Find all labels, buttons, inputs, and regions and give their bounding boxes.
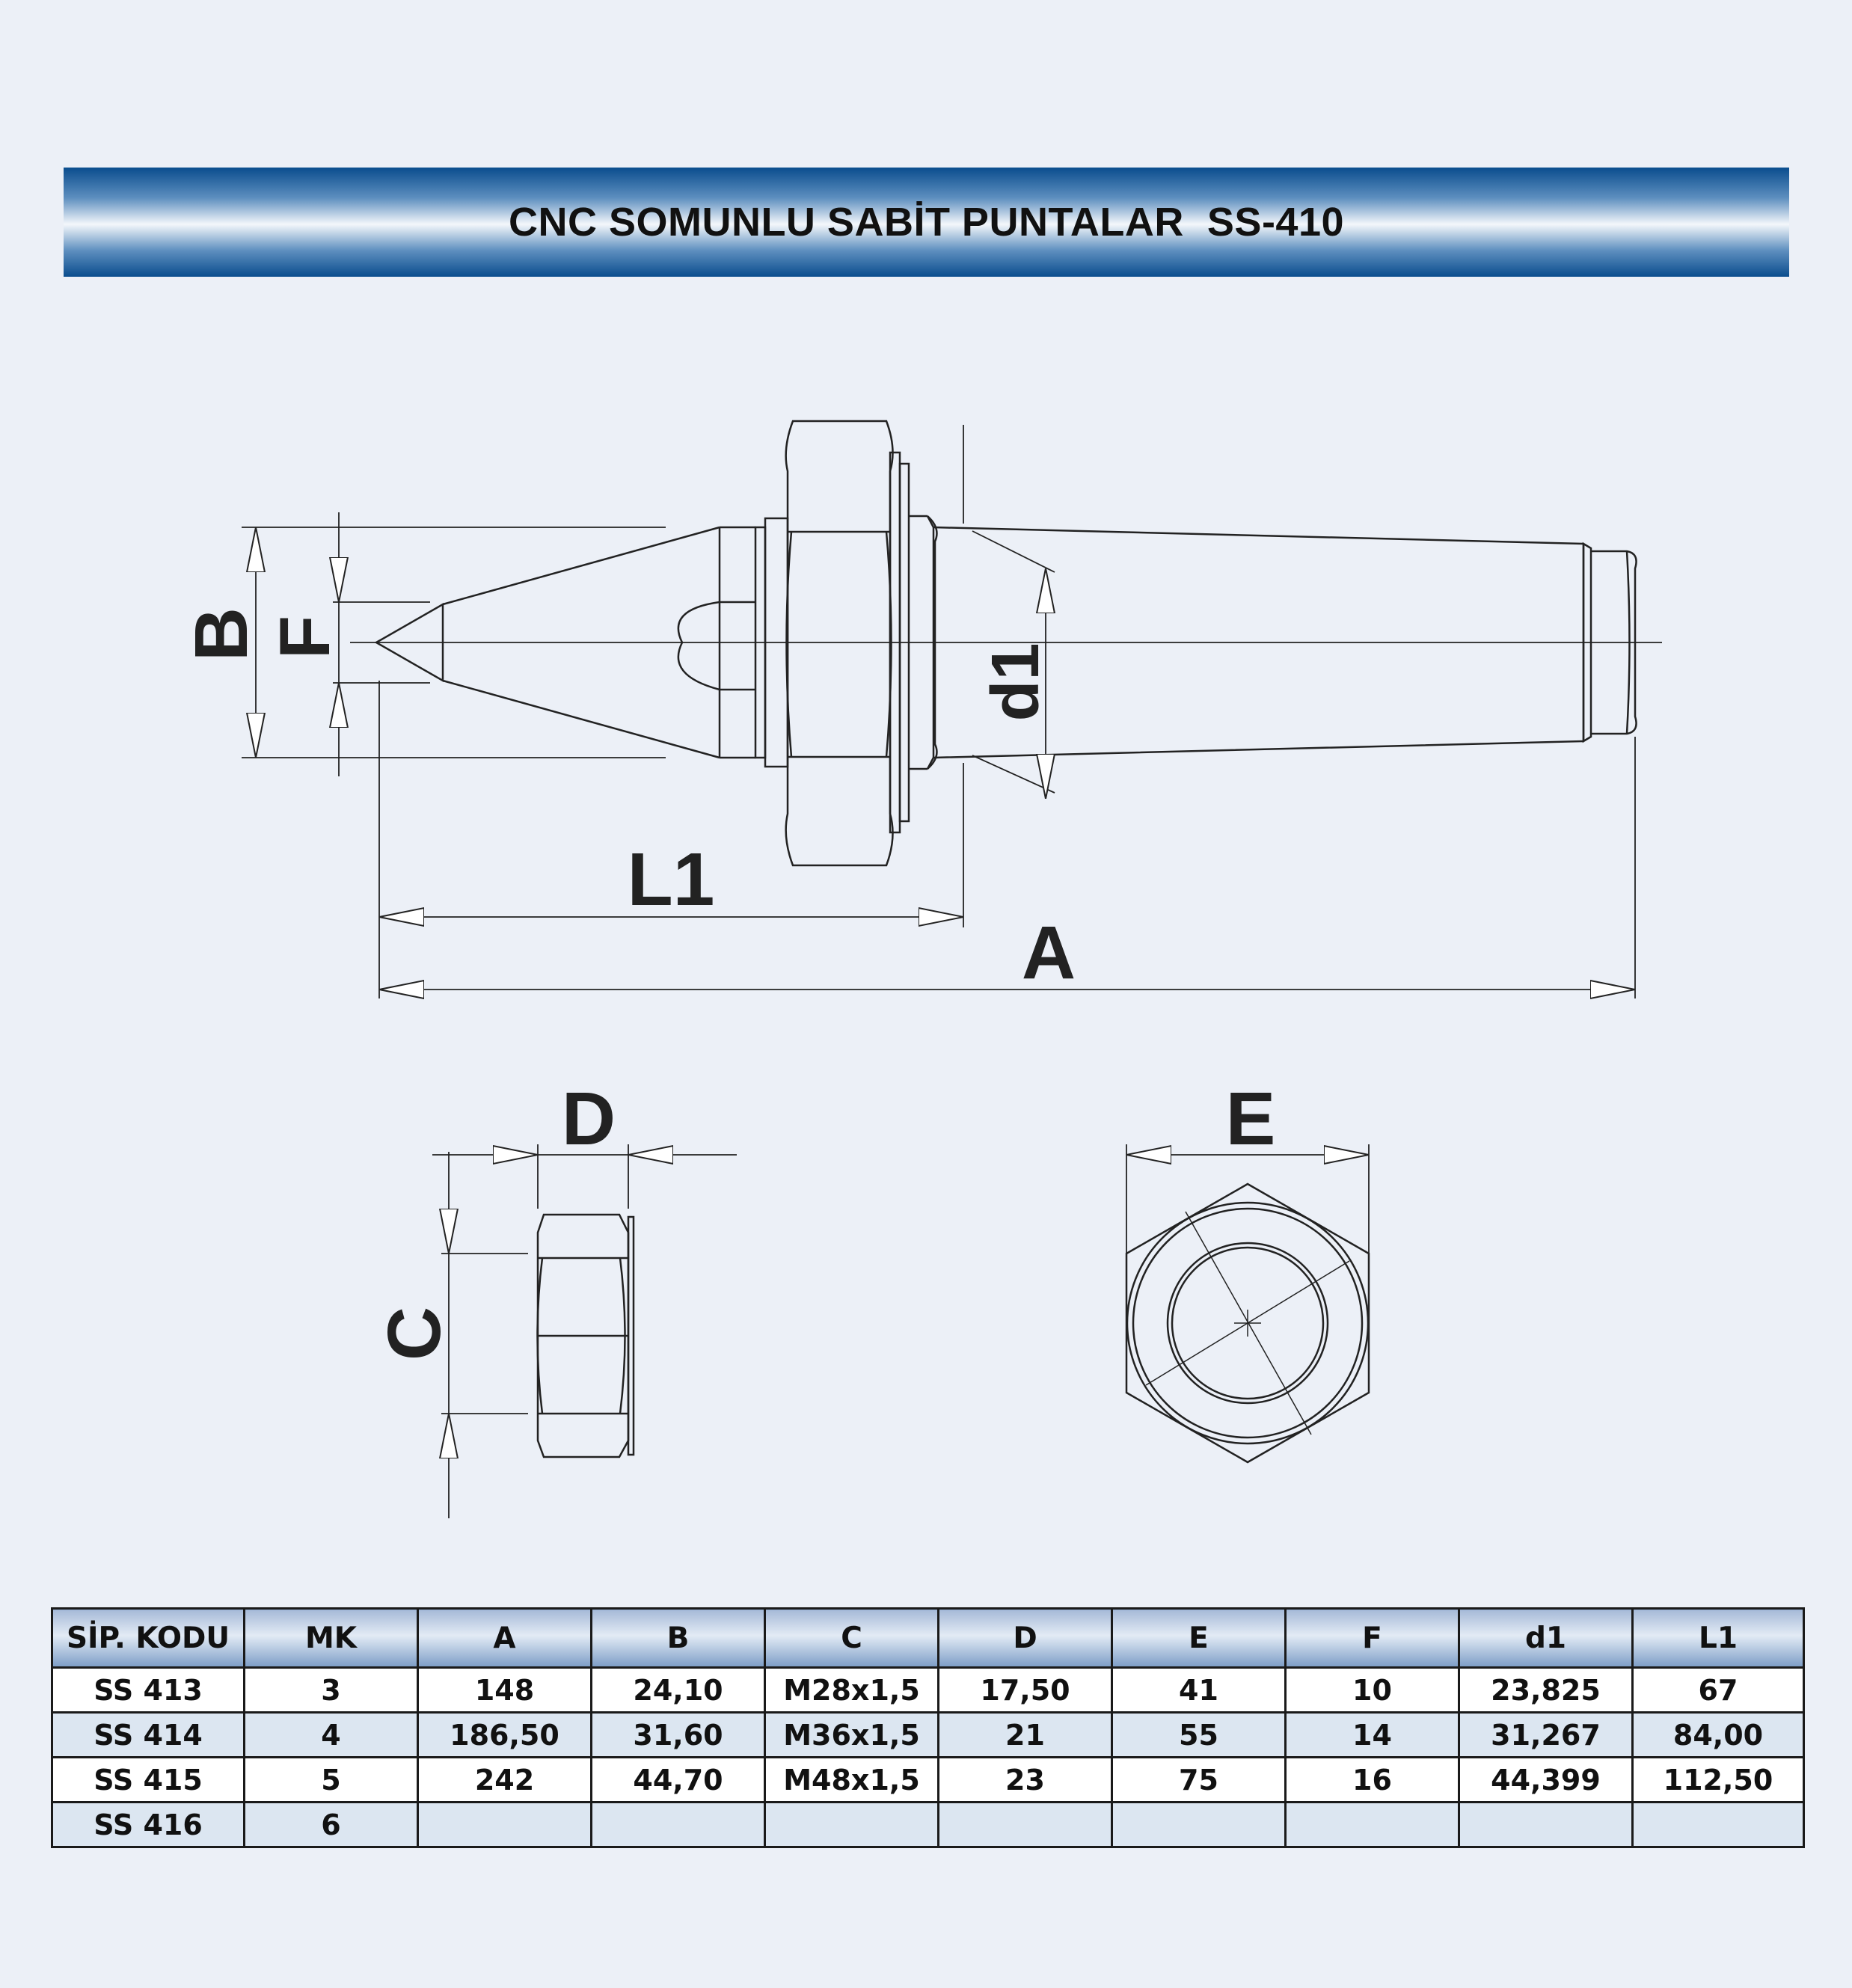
table-cell [1111, 1801, 1287, 1848]
table-cell [764, 1801, 939, 1848]
label-E: E [1226, 1077, 1276, 1161]
table-header-row: SİP. KODU MK A B C D E F d1 L1 [51, 1607, 1805, 1669]
table-cell: 31,60 [590, 1711, 766, 1758]
table-cell: 41 [1111, 1666, 1287, 1714]
table-row: SS 416 6 [51, 1801, 1805, 1848]
header-mk: MK [243, 1607, 419, 1669]
header-f: F [1284, 1607, 1460, 1669]
table-cell: 84,00 [1631, 1711, 1805, 1758]
table-cell: SS 413 [51, 1666, 245, 1714]
table-cell: M36x1,5 [764, 1711, 939, 1758]
header-c: C [764, 1607, 939, 1669]
table-cell: 186,50 [417, 1711, 592, 1758]
table-cell: 6 [243, 1801, 419, 1848]
table-cell: 31,267 [1458, 1711, 1634, 1758]
header-d1: d1 [1458, 1607, 1634, 1669]
label-A: A [1022, 911, 1076, 995]
table-cell: 4 [243, 1711, 419, 1758]
table-cell: M48x1,5 [764, 1756, 939, 1803]
dimension-C [441, 1152, 528, 1518]
table-cell: SS 416 [51, 1801, 245, 1848]
page-title: CNC SOMUNLU SABİT PUNTALAR SS-410 [508, 200, 1345, 245]
label-F: F [266, 616, 345, 659]
table-cell: 67 [1631, 1666, 1805, 1714]
table-cell: 16 [1284, 1756, 1460, 1803]
title-banner: CNC SOMUNLU SABİT PUNTALAR SS-410 [64, 168, 1789, 277]
table-row: SS 415 5 242 44,70 M48x1,5 23 75 16 44,3… [51, 1756, 1805, 1803]
table-cell: 14 [1284, 1711, 1460, 1758]
table-cell: 112,50 [1631, 1756, 1805, 1803]
nut-front-view [1125, 1144, 1370, 1464]
dimension-d1 [972, 530, 1055, 799]
taper-shank [909, 515, 1637, 770]
table-cell: 24,10 [590, 1666, 766, 1714]
table-cell [590, 1801, 766, 1848]
table-cell [417, 1801, 592, 1848]
nut-side-view [432, 1144, 737, 1518]
header-siparis-kodu: SİP. KODU [51, 1607, 245, 1669]
dimension-F [333, 512, 430, 776]
tip-cone [374, 526, 755, 759]
table-cell: 44,399 [1458, 1756, 1634, 1803]
table-cell: 242 [417, 1756, 592, 1803]
table-cell: 148 [417, 1666, 592, 1714]
table-cell: SS 415 [51, 1756, 245, 1803]
label-L1: L1 [628, 838, 715, 921]
dimension-E [1126, 1144, 1370, 1254]
table-cell: 21 [937, 1711, 1113, 1758]
table-cell: M28x1,5 [764, 1666, 939, 1714]
header-e: E [1111, 1607, 1287, 1669]
table-cell: 75 [1111, 1756, 1287, 1803]
table-cell: 55 [1111, 1711, 1287, 1758]
side-view [242, 420, 1662, 998]
header-b: B [590, 1607, 766, 1669]
header-d: D [937, 1607, 1113, 1669]
table-cell: SS 414 [51, 1711, 245, 1758]
table-cell: 23,825 [1458, 1666, 1634, 1714]
dimension-L1 [378, 425, 964, 998]
label-B: B [180, 607, 263, 661]
label-d1: d1 [978, 642, 1053, 721]
header-l1: L1 [1631, 1607, 1805, 1669]
technical-drawing: B F d1 L1 A D C [180, 420, 1662, 1518]
hex-nut-side [785, 420, 910, 867]
table-cell: 17,50 [937, 1666, 1113, 1714]
table-cell: 5 [243, 1756, 419, 1803]
table-row: SS 414 4 186,50 31,60 M36x1,5 21 55 14 3… [51, 1711, 1805, 1758]
table-cell [1458, 1801, 1634, 1848]
table-cell [937, 1801, 1113, 1848]
table-cell [1631, 1801, 1805, 1848]
header-a: A [417, 1607, 592, 1669]
table-cell: 44,70 [590, 1756, 766, 1803]
table-cell: 3 [243, 1666, 419, 1714]
dimension-B [242, 527, 666, 758]
table-cell: 10 [1284, 1666, 1460, 1714]
table-cell [1284, 1801, 1460, 1848]
table-row: SS 413 3 148 24,10 M28x1,5 17,50 41 10 2… [51, 1666, 1805, 1714]
specification-table: SİP. KODU MK A B C D E F d1 L1 SS 413 3 … [51, 1607, 1805, 1848]
label-C: C [372, 1307, 456, 1360]
dimension-D [432, 1144, 737, 1209]
label-D: D [562, 1077, 616, 1161]
dimension-A [379, 737, 1636, 998]
table-cell: 23 [937, 1756, 1113, 1803]
